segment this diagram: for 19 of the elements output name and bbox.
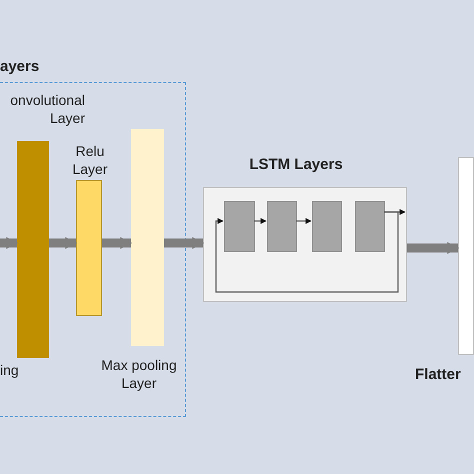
heading-label: Flatter xyxy=(415,365,462,385)
block-arrow xyxy=(0,237,18,249)
lstm-cell xyxy=(312,201,342,252)
arrow xyxy=(296,218,312,224)
layer-label: ing xyxy=(0,361,19,380)
lstm-cell xyxy=(224,201,255,252)
block-arrow xyxy=(164,237,204,249)
block-arrow xyxy=(102,237,132,249)
arrow xyxy=(215,211,399,293)
layer-label: onvolutional Layer xyxy=(9,91,85,127)
lstm-cell xyxy=(355,201,385,252)
heading-label: LSTM Layers xyxy=(248,155,344,175)
block-arrow xyxy=(49,237,78,249)
lstm-cell xyxy=(267,201,297,252)
layer-label: Relu Layer xyxy=(71,142,109,178)
heading-label: ayers xyxy=(0,57,40,77)
block-arrow xyxy=(407,242,460,254)
arrow xyxy=(254,218,267,224)
layer-label: Max pooling Layer xyxy=(100,356,178,392)
